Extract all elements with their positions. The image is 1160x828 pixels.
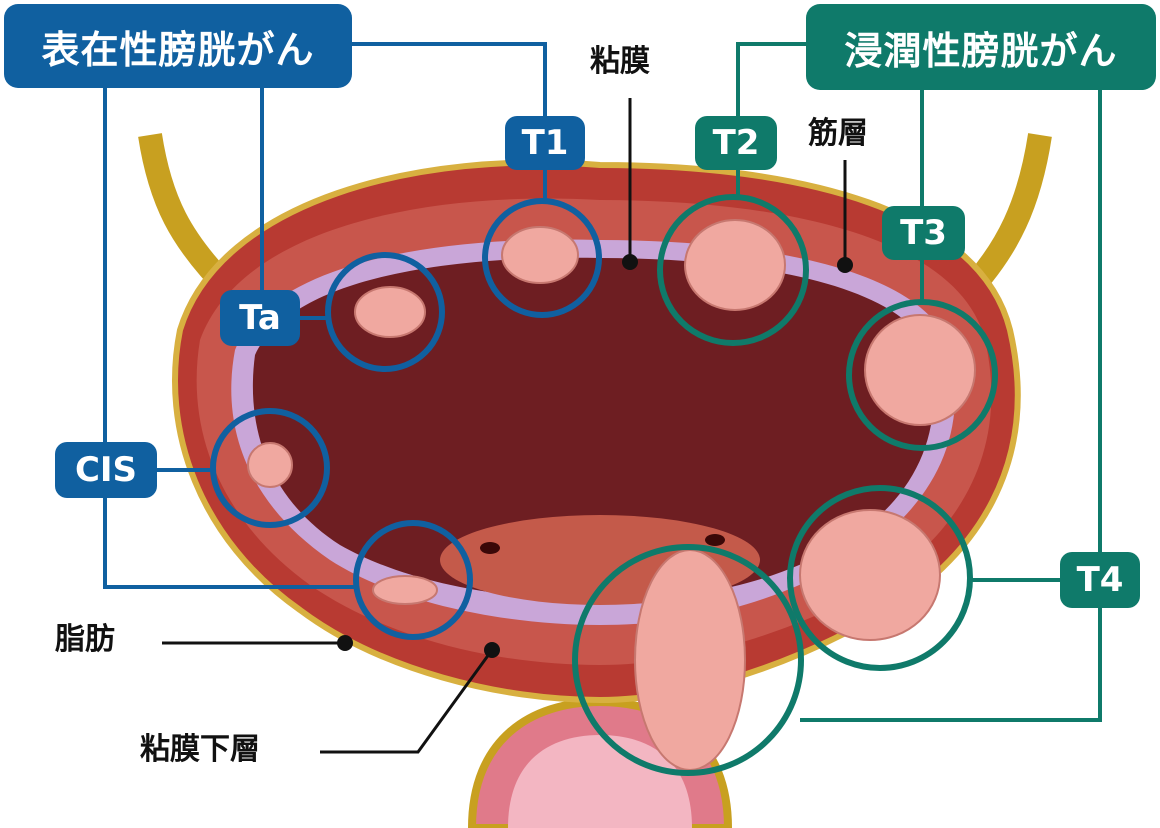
stage-t4-tag: T4 <box>1060 552 1140 608</box>
anatomy-pointer-lines <box>162 98 847 754</box>
stage-t1-tag: T1 <box>505 116 585 170</box>
stage-ta-tag: Ta <box>220 290 300 346</box>
label-fat: 脂肪 <box>55 622 115 657</box>
urethra-lumen <box>508 735 692 828</box>
tumor-t4-base <box>634 549 746 771</box>
tumor-t3 <box>864 314 976 426</box>
tumor-t1 <box>501 226 579 284</box>
label-mucosa: 粘膜 <box>590 44 650 79</box>
circle-t4-base <box>572 544 804 776</box>
circle-t2 <box>657 194 809 346</box>
superficial-cancer-title: 表在性膀胱がん <box>4 4 352 88</box>
circle-t4-side <box>787 485 973 671</box>
stage-cis-tag: CIS <box>55 442 157 498</box>
bladder-lumen <box>252 257 934 600</box>
circle-t1 <box>482 198 602 318</box>
label-muscle-layer: 筋層 <box>808 116 868 151</box>
invasive-cancer-title: 浸潤性膀胱がん <box>806 4 1156 90</box>
tumor-t2 <box>684 219 786 311</box>
right-ureteral-orifice <box>705 534 725 546</box>
stage-t2-tag: T2 <box>695 116 777 170</box>
circle-cis <box>210 408 330 528</box>
tumor-cis <box>247 442 293 488</box>
left-ureteral-orifice <box>480 542 500 554</box>
circle-t3 <box>846 299 998 451</box>
tumor-submucosal <box>372 575 438 605</box>
stage-t3-tag: T3 <box>882 206 965 260</box>
tumor-ta <box>354 286 426 338</box>
anatomy-pointer-dots <box>337 254 853 658</box>
tumor-t4-side <box>799 509 941 641</box>
circle-ta <box>325 252 445 372</box>
superficial-connector-lines <box>103 42 547 589</box>
invasive-connector-lines <box>736 42 1102 722</box>
label-submucosa: 粘膜下層 <box>140 732 260 767</box>
circle-submucosa <box>353 520 473 640</box>
